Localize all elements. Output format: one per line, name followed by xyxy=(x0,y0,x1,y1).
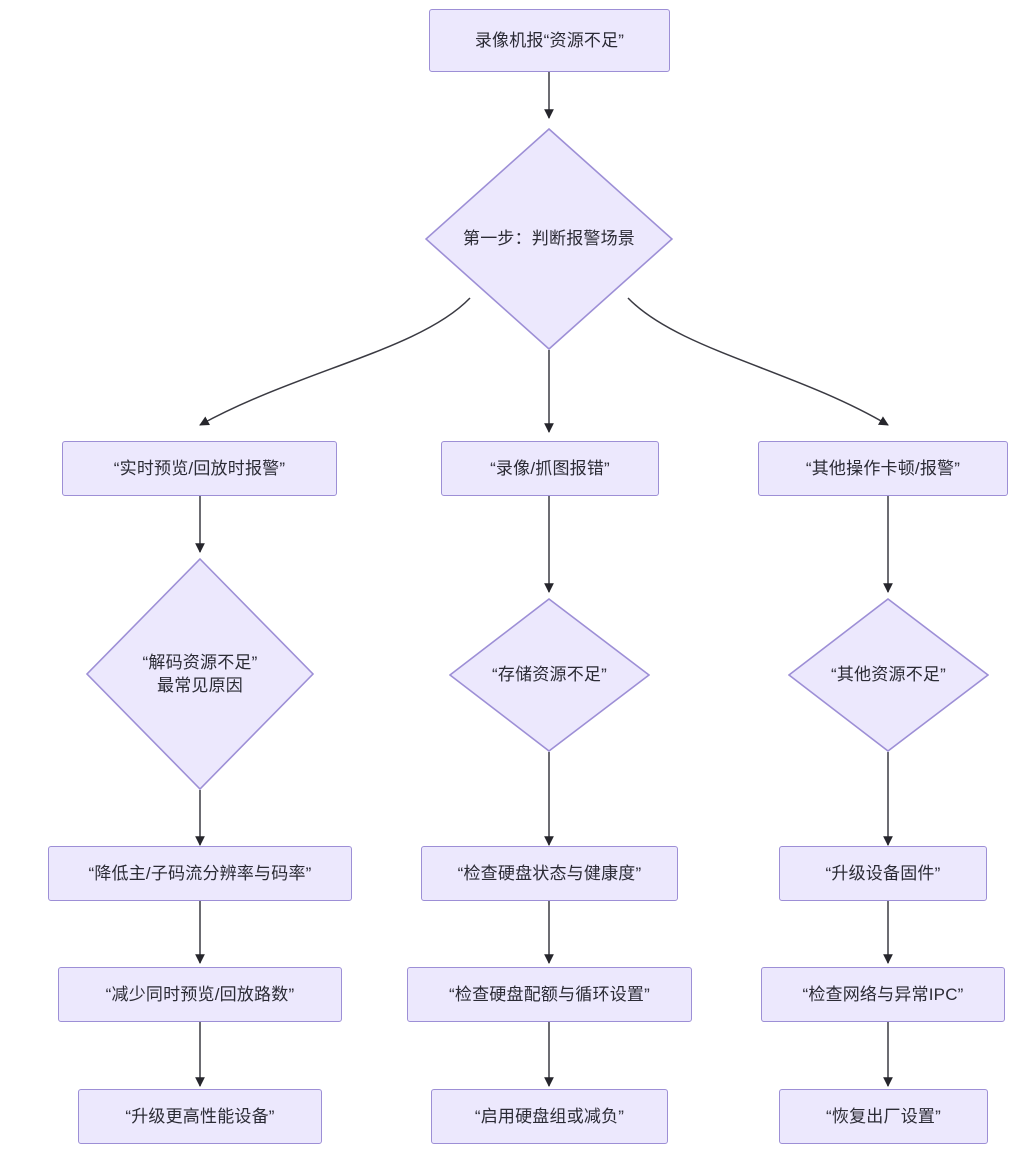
node-start-label: 录像机报“资源不足” xyxy=(474,30,625,50)
node-branch-c[interactable]: “其他操作卡顿/报警” xyxy=(758,441,1008,496)
node-action-c3[interactable]: “恢复出厂设置” xyxy=(779,1089,988,1144)
node-action-b3[interactable]: “启用硬盘组或减负” xyxy=(431,1089,668,1144)
node-step1[interactable]: 第一步：判断报警场景 xyxy=(425,128,673,350)
node-branch-b-label: “录像/抓图报错” xyxy=(490,458,610,478)
diamond-shape xyxy=(86,558,314,790)
node-cause-a[interactable]: “解码资源不足” 最常见原因 xyxy=(86,558,314,790)
node-action-a3[interactable]: “升级更高性能设备” xyxy=(78,1089,322,1144)
node-cause-b[interactable]: “存储资源不足” xyxy=(449,598,650,752)
node-branch-a[interactable]: “实时预览/回放时报警” xyxy=(62,441,337,496)
node-cause-a-line2: 最常见原因 xyxy=(157,676,243,695)
node-cause-b-label: “存储资源不足” xyxy=(492,665,607,685)
node-cause-a-line1: “解码资源不足” xyxy=(142,652,258,672)
node-action-c2[interactable]: “检查网络与异常IPC” xyxy=(761,967,1005,1022)
node-action-b2-label: “检查硬盘配额与循环设置” xyxy=(449,984,650,1004)
node-start[interactable]: 录像机报“资源不足” xyxy=(429,9,670,72)
node-action-a1-label: “降低主/子码流分辨率与码率” xyxy=(88,863,312,883)
diamond-shape xyxy=(788,598,989,752)
node-action-a3-label: “升级更高性能设备” xyxy=(125,1106,275,1126)
node-step1-label: 第一步：判断报警场景 xyxy=(463,229,635,249)
node-action-b2[interactable]: “检查硬盘配额与循环设置” xyxy=(407,967,692,1022)
node-action-a2[interactable]: “减少同时预览/回放路数” xyxy=(58,967,342,1022)
node-branch-b[interactable]: “录像/抓图报错” xyxy=(441,441,659,496)
node-action-c1[interactable]: “升级设备固件” xyxy=(779,846,987,901)
node-action-b1-label: “检查硬盘状态与健康度” xyxy=(457,863,642,883)
node-cause-c[interactable]: “其他资源不足” xyxy=(788,598,989,752)
node-action-a2-label: “减少同时预览/回放路数” xyxy=(105,984,295,1004)
node-cause-a-label: “解码资源不足” 最常见原因 xyxy=(143,651,258,698)
node-action-c3-label: “恢复出厂设置” xyxy=(826,1106,941,1126)
node-action-a1[interactable]: “降低主/子码流分辨率与码率” xyxy=(48,846,352,901)
node-action-b3-label: “启用硬盘组或减负” xyxy=(474,1106,625,1126)
diamond-shape xyxy=(449,598,650,752)
node-action-c2-label: “检查网络与异常IPC” xyxy=(802,984,964,1004)
node-branch-a-label: “实时预览/回放时报警” xyxy=(113,458,286,478)
node-cause-c-label: “其他资源不足” xyxy=(831,665,946,685)
diamond-shape xyxy=(425,128,673,350)
node-action-c1-label: “升级设备固件” xyxy=(825,863,941,883)
node-branch-c-label: “其他操作卡顿/报警” xyxy=(805,458,961,478)
node-action-b1[interactable]: “检查硬盘状态与健康度” xyxy=(421,846,678,901)
